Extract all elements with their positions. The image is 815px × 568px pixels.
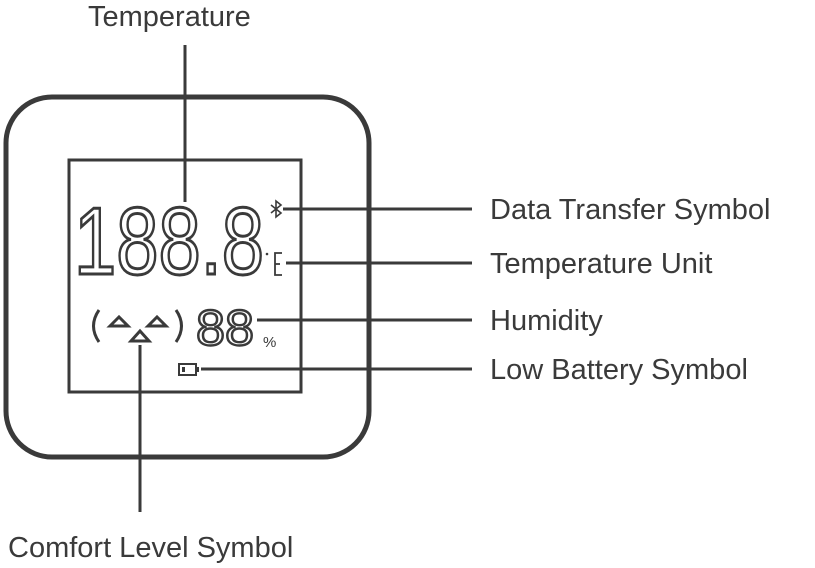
label-temperature-unit: Temperature Unit: [490, 248, 712, 280]
label-temperature: Temperature: [88, 1, 251, 33]
battery-icon: [178, 363, 199, 376]
label-low-battery: Low Battery Symbol: [490, 354, 748, 386]
label-comfort-level: Comfort Level Symbol: [8, 532, 293, 564]
temperature-digits: 188.8: [74, 188, 264, 295]
label-humidity: Humidity: [490, 305, 603, 337]
leader-lines: [138, 45, 472, 512]
comfort-face-icon: [92, 309, 183, 343]
bluetooth-icon: [270, 199, 283, 219]
label-data-transfer: Data Transfer Symbol: [490, 194, 770, 226]
device-body: [3, 94, 372, 460]
humidity-digits: 88: [196, 300, 254, 356]
percent-sign: %: [263, 334, 276, 351]
temperature-unit-icon: [265, 252, 282, 276]
